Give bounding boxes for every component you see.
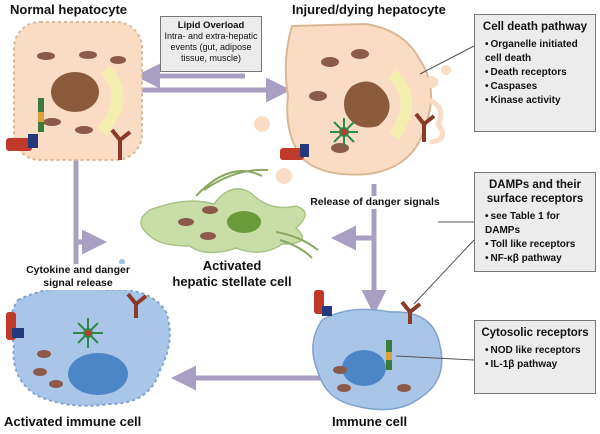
toll-like-receptor (314, 290, 332, 316)
immune-cell-label: Immune cell (332, 414, 408, 429)
lipid-overload-box: Lipid Overload Intra- and extra-hepatic … (160, 16, 262, 72)
cell-death-item: Caspases (485, 80, 591, 94)
mitochondria (37, 51, 126, 134)
toll-like-receptor (6, 312, 24, 340)
activated-immune-cell-label: Activated immune cell (4, 414, 142, 429)
cytokine-label-line2: signal release (43, 277, 113, 289)
stellate-label-line1: Activated (202, 258, 262, 273)
cytokine-release-label: Cytokine and danger signal release (18, 264, 138, 290)
damps-box: DAMPs and their surface receptors see Ta… (474, 172, 596, 272)
cytosolic-list: NOD like receptors IL-1β pathway (479, 344, 591, 372)
nucleus (342, 350, 386, 386)
receptor-y (126, 292, 148, 318)
granules (333, 366, 411, 392)
endoplasmic-reticulum (387, 69, 413, 140)
fragmented-nucleus (344, 81, 390, 128)
nod-like-receptor (386, 340, 392, 370)
nucleus (227, 211, 261, 233)
cell-death-item: Organelle initiated cell death (485, 38, 591, 66)
normal-hepatocyte (6, 21, 143, 161)
stellate-label-line2: hepatic stellate cell (172, 274, 292, 289)
damps-item: see Table 1 for DAMPs (485, 210, 591, 238)
callout-lines (395, 45, 475, 361)
endoplasmic-reticulum (97, 65, 124, 136)
injured-hepatocyte (254, 22, 451, 184)
inflammasome-icon (73, 318, 103, 348)
damps-list: see Table 1 for DAMPs Toll like receptor… (479, 210, 591, 266)
lipid-box-line2: events (gut, adipose (170, 42, 252, 52)
cytokine-label-line1: Cytokine and danger (26, 264, 130, 276)
damps-item: Toll like receptors (485, 238, 591, 252)
normal-hepatocyte-label: Normal hepatocyte (10, 2, 128, 17)
lipid-droplets (178, 206, 218, 240)
toll-like-receptor (6, 98, 44, 151)
receptor-y (414, 112, 436, 142)
cell-death-item: Kinase activity (485, 94, 591, 108)
cell-death-item: Death receptors (485, 66, 591, 80)
damps-box-title-line1: DAMPs and their (488, 179, 581, 191)
damps-box-title-line2: surface receptors (486, 193, 584, 205)
stellate-cell (140, 168, 319, 259)
nucleus (68, 353, 128, 395)
cell-death-list: Organelle initiated cell death Death rec… (479, 38, 591, 108)
activated-immune-cell (6, 259, 171, 407)
lipid-box-title: Lipid Overload (177, 20, 245, 31)
receptor-y (400, 300, 422, 324)
receptor-y (110, 128, 132, 160)
danger-signal-label: Release of danger signals (308, 196, 442, 209)
lipid-box-line1: Intra- and extra-hepatic (164, 31, 258, 41)
cell-death-box-title: Cell death pathway (482, 21, 588, 33)
inflammasome-icon (330, 118, 358, 146)
cytosolic-box-title: Cytosolic receptors (481, 327, 589, 339)
stellate-cell-label: Activated hepatic stellate cell (158, 258, 306, 290)
cytosolic-receptors-box: Cytosolic receptors NOD like receptors I… (474, 320, 596, 394)
injured-hepatocyte-label: Injured/dying hepatocyte (292, 2, 446, 17)
cytosolic-item: NOD like receptors (485, 344, 591, 358)
nucleus (51, 72, 99, 112)
lipid-box-line3: tissue, muscle) (180, 53, 242, 63)
cell-death-pathway-box: Cell death pathway Organelle initiated c… (474, 14, 596, 132)
cytosolic-item: IL-1β pathway (485, 358, 591, 372)
granules (33, 350, 63, 388)
damps-item: NF-κβ pathway (485, 252, 591, 266)
toll-like-receptor (280, 144, 309, 160)
immune-cell (312, 290, 443, 411)
